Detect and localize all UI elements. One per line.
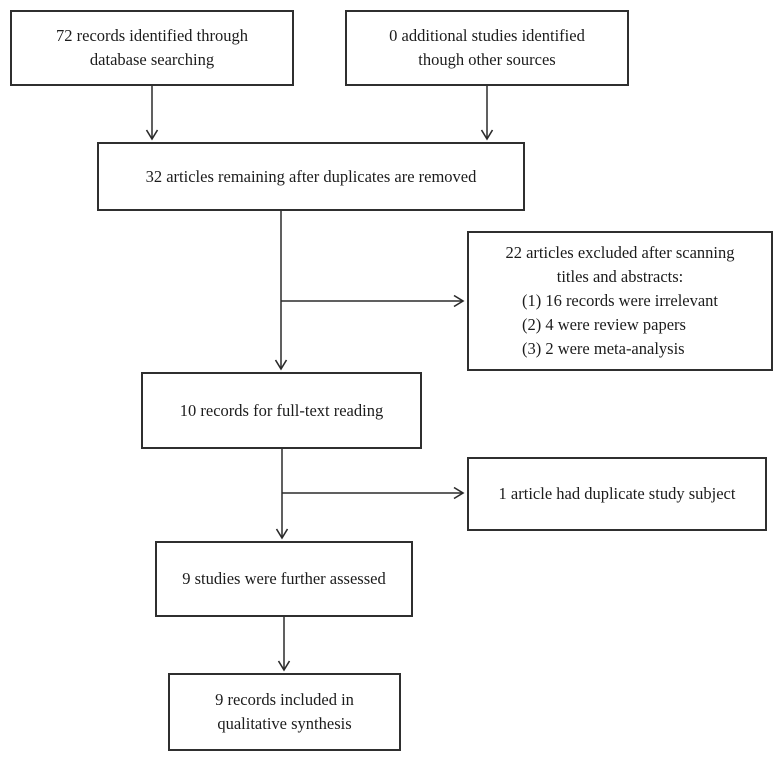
exclusion-reason-item: (3) 2 were meta-analysis xyxy=(521,338,685,358)
box-full-text-reading: 10 records for full-text reading xyxy=(141,372,422,449)
box-after-duplicates-removed: 32 articles remaining after duplicates a… xyxy=(97,142,525,211)
box-text-line: 9 studies were further assessed xyxy=(182,569,386,589)
box-additional-studies: 0 additional studies identified though o… xyxy=(345,10,629,86)
box-text-line: 0 additional studies identified xyxy=(389,26,585,46)
box-text-line: 9 records included in xyxy=(215,690,354,710)
box-text-line: 10 records for full-text reading xyxy=(179,400,384,420)
box-text-line: titles and abstracts: xyxy=(556,267,684,287)
exclusion-reason-item: (2) 4 were review papers xyxy=(521,314,686,334)
box-records-identified: 72 records identified through database s… xyxy=(10,10,294,86)
box-qualitative-synthesis: 9 records included in qualitative synthe… xyxy=(168,673,401,751)
box-text-line: 72 records identified through xyxy=(56,26,248,46)
exclusion-reason-item: (1) 16 records were irrelevant xyxy=(521,291,719,311)
box-text-line: qualitative synthesis xyxy=(217,714,352,733)
box-text-line: 22 articles excluded after scanning xyxy=(505,243,735,263)
box-text-line: database searching xyxy=(89,50,215,69)
box-text-line: 1 article had duplicate study subject xyxy=(498,484,736,504)
box-duplicate-study-subject: 1 article had duplicate study subject xyxy=(467,457,767,531)
box-further-assessed: 9 studies were further assessed xyxy=(155,541,413,617)
exclusion-reasons-list: (1) 16 records were irrelevant (2) 4 wer… xyxy=(522,289,718,361)
box-excluded-after-scanning: 22 articles excluded after scanning titl… xyxy=(467,231,773,371)
box-text-line: though other sources xyxy=(418,50,556,69)
box-text-line: 32 articles remaining after duplicates a… xyxy=(145,166,477,186)
